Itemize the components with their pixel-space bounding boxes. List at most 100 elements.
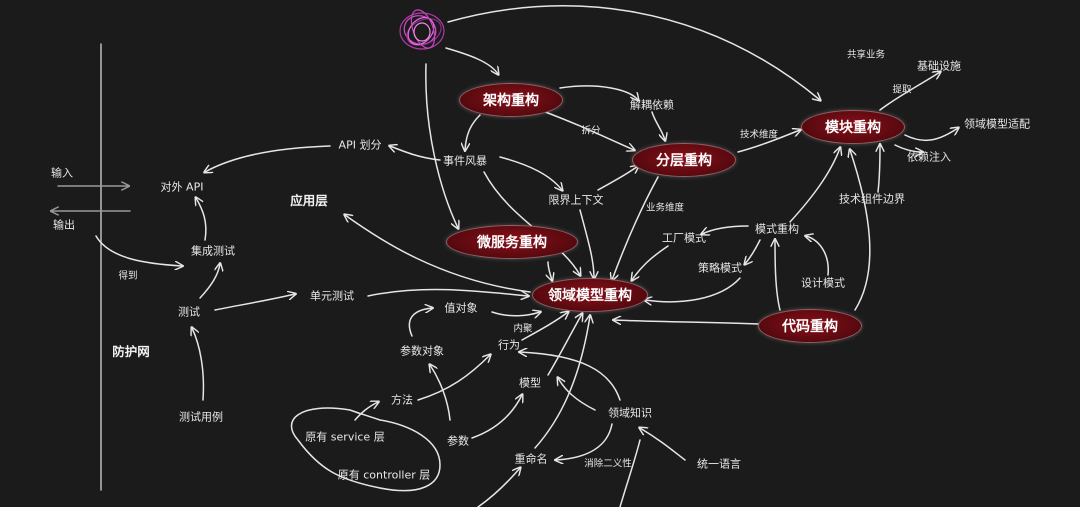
node-label: 分层重构 <box>656 153 712 169</box>
label-test: 测试 <box>178 305 200 319</box>
edge-design-pattern <box>806 236 829 276</box>
edge-knowledge-model <box>558 378 596 411</box>
edge-knowledge-behavior <box>520 352 621 401</box>
edge-decouple-layered <box>651 111 665 140</box>
edge-applayer-domain <box>345 215 531 293</box>
node-code-refactor: 代码重构 <box>758 309 862 343</box>
edge-module-infra <box>879 72 940 111</box>
label-cohesion: 内聚 <box>513 323 533 335</box>
label-behavior: 行为 <box>498 338 520 352</box>
edge-behavior-domain <box>521 312 568 341</box>
edge-factory-domain <box>632 245 669 280</box>
edge-knowledge-rename <box>556 423 613 460</box>
label-value-object: 值对象 <box>444 301 478 315</box>
edge-pattern-strategy <box>745 239 761 264</box>
label-disambiguation: 消除二义性 <box>584 458 632 470</box>
legacy-layer-loop <box>290 407 441 492</box>
label-original-service: 原有 service 层 <box>305 430 385 444</box>
edge-test-unit <box>214 294 295 311</box>
node-label: 代码重构 <box>782 319 838 335</box>
edge-bottom-right <box>619 439 641 507</box>
edge-scribble-module <box>447 5 820 100</box>
edge-pattern-module <box>789 148 840 223</box>
label-extract: 提取 <box>892 84 912 96</box>
edge-param-value <box>408 308 432 337</box>
edge-model-domain <box>547 314 582 376</box>
node-label: 架构重构 <box>483 93 539 109</box>
label-output: 输出 <box>53 218 75 232</box>
node-label: 领域模型重构 <box>548 288 632 304</box>
edge-module-adapt <box>904 128 958 142</box>
label-bounded-context: 限界上下文 <box>548 193 604 207</box>
label-dependency-injection: 依赖注入 <box>907 150 951 164</box>
edge-code-module <box>850 150 871 311</box>
edge-rename-domain <box>534 316 590 449</box>
edge-service-param <box>430 365 451 421</box>
edge-arch-event <box>465 114 481 150</box>
label-split: 拆分 <box>581 125 601 137</box>
label-original-controller: 原有 controller 层 <box>337 468 431 482</box>
edge-test-integration <box>199 264 220 299</box>
edge-arch-layered <box>539 109 634 150</box>
edge-code-pattern <box>775 240 781 311</box>
edge-bottom-rename <box>477 468 520 507</box>
node-label: 模块重构 <box>825 120 881 136</box>
node-label: 微服务重构 <box>477 235 547 251</box>
edge-value-domain <box>491 312 540 316</box>
label-app-layer: 应用层 <box>290 192 328 208</box>
author-scribble-icon <box>399 9 445 50</box>
edge-bounded-layered <box>597 166 638 191</box>
label-input: 输入 <box>51 166 73 180</box>
edge-component-module <box>878 145 880 193</box>
label-factory-pattern: 工厂模式 <box>662 231 706 245</box>
edge-bounded-domain <box>579 209 594 278</box>
label-tech-dimension: 技术维度 <box>739 129 779 141</box>
edge-event-api <box>390 146 441 161</box>
label-shared-business: 共享业务 <box>846 49 886 61</box>
label-domain-model-adapt: 领域模型适配 <box>964 117 1030 131</box>
edge-code-domain <box>614 320 759 324</box>
label-strategy-pattern: 策略模式 <box>698 261 742 275</box>
edge-params-model <box>471 395 522 439</box>
edge-language-knowledge <box>640 428 686 461</box>
label-decouple-dependency: 解耦依赖 <box>630 98 674 112</box>
label-tech-component-boundary: 技术组件边界 <box>839 192 905 206</box>
node-microservice-refactor: 微服务重构 <box>446 225 578 259</box>
label-external-api: 对外 API <box>160 180 204 194</box>
label-protection-net: 防护网 <box>112 343 150 359</box>
node-layered-refactor: 分层重构 <box>632 143 736 177</box>
label-ubiquitous-language: 统一语言 <box>697 457 741 471</box>
edge-scribble-arch <box>445 47 498 74</box>
edge-event-bounded <box>499 156 562 190</box>
label-pattern-refactor: 模式重构 <box>755 222 799 236</box>
edge-unit-domain <box>367 288 528 296</box>
edge-layered-module <box>737 130 800 153</box>
edge-scribble-domain <box>425 63 458 228</box>
edge-case-test <box>192 328 205 401</box>
edge-service-method <box>354 402 378 421</box>
label-rename: 重命名 <box>514 452 548 466</box>
edge-strategy-domain <box>645 277 741 302</box>
edge-inject-module <box>894 144 922 152</box>
label-domain-knowledge: 领域知识 <box>608 406 652 420</box>
node-module-refactor: 模块重构 <box>801 110 905 144</box>
edge-output-get <box>95 235 182 266</box>
label-param-object: 参数对象 <box>400 344 444 358</box>
label-params: 参数 <box>447 434 469 448</box>
edge-api-external <box>205 145 331 172</box>
edge-layered-domain <box>612 176 659 280</box>
label-design-pattern: 设计模式 <box>801 276 845 290</box>
label-api-partition: API 划分 <box>338 138 382 152</box>
label-event-storm: 事件风暴 <box>443 154 487 168</box>
node-architecture-refactor: 架构重构 <box>459 83 563 117</box>
label-unit-test: 单元测试 <box>310 289 354 303</box>
label-infrastructure: 基础设施 <box>917 59 961 73</box>
edge-micro-domain <box>548 261 552 280</box>
label-business-dimension: 业务维度 <box>645 202 685 214</box>
edge-pattern-factory <box>702 225 749 234</box>
label-integration-test: 集成测试 <box>191 244 235 258</box>
edge-method-behavior <box>417 355 490 401</box>
edge-event-domain <box>483 171 580 275</box>
edge-integration-external <box>196 198 207 241</box>
